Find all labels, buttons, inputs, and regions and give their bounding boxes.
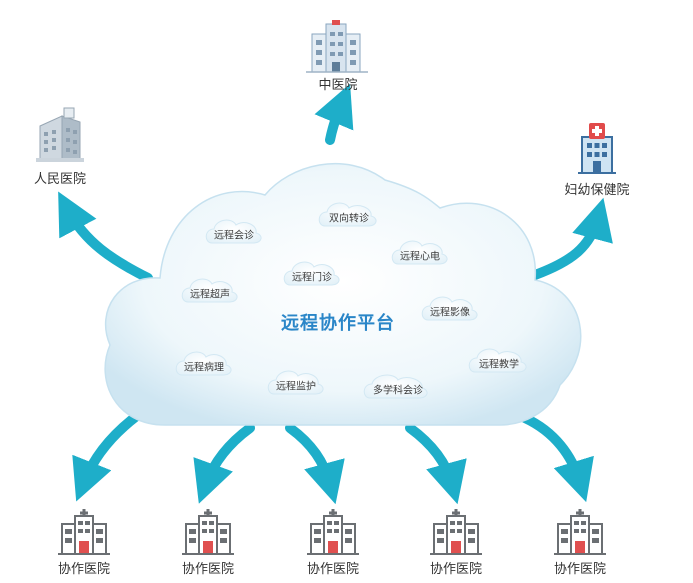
arrow-to-collab-2 bbox=[193, 423, 255, 504]
service-bubbles bbox=[175, 202, 527, 399]
office-building-icon bbox=[306, 20, 368, 73]
service-ultrasound: 远程超声 bbox=[190, 289, 230, 301]
service-teaching: 远程教学 bbox=[479, 359, 519, 371]
bubble-remote-consult bbox=[205, 219, 262, 244]
bubble-pathology bbox=[175, 351, 232, 376]
bubble-mdt bbox=[363, 374, 428, 399]
bubble-imaging bbox=[421, 296, 478, 321]
bubble-monitoring bbox=[267, 370, 324, 395]
service-outpatient: 远程门诊 bbox=[292, 272, 332, 284]
service-pathology: 远程病理 bbox=[184, 362, 224, 374]
hospital-label-maternal-child: 妇幼保健院 bbox=[564, 183, 630, 198]
arrow-to-collab-3 bbox=[285, 423, 345, 505]
hospital-label-collab-2: 协作医院 bbox=[181, 562, 235, 577]
hospital-building-icon bbox=[430, 509, 482, 555]
arrow-to-maternal-child bbox=[530, 197, 613, 280]
hospital-label-collab-3: 协作医院 bbox=[306, 562, 360, 577]
service-monitoring: 远程监护 bbox=[276, 381, 316, 393]
service-mdt: 多学科会诊 bbox=[373, 385, 423, 397]
hospital-cross-icon bbox=[578, 123, 616, 174]
bubble-teaching bbox=[468, 348, 527, 373]
collab-hospital-icons bbox=[58, 509, 606, 555]
platform-title: 远程协作平台 bbox=[281, 313, 395, 334]
hospital-label-collab-1: 协作医院 bbox=[57, 562, 111, 577]
bubble-ultrasound bbox=[181, 278, 238, 303]
service-referral: 双向转诊 bbox=[329, 213, 369, 225]
hospital-building-icon bbox=[182, 509, 234, 555]
service-remote-consult: 远程会诊 bbox=[214, 230, 254, 242]
bubble-outpatient bbox=[283, 261, 340, 286]
hospital-label-peoples: 人民医院 bbox=[33, 172, 87, 187]
service-ecg: 远程心电 bbox=[400, 251, 440, 263]
hospital-label-tcm: 中医院 bbox=[318, 78, 358, 93]
arrow-to-peoples bbox=[58, 191, 153, 283]
hospital-building-icon bbox=[307, 509, 359, 555]
bubble-referral bbox=[318, 202, 377, 227]
hospital-tower-icon bbox=[36, 107, 84, 162]
service-imaging: 远程影像 bbox=[430, 307, 470, 319]
hospital-building-icon bbox=[58, 509, 110, 555]
hospital-building-icon bbox=[554, 509, 606, 555]
arrow-to-collab-4 bbox=[405, 423, 467, 505]
arrow-to-collab-5 bbox=[520, 413, 594, 503]
arrow-to-tcm bbox=[314, 83, 354, 145]
hospital-label-collab-5: 协作医院 bbox=[553, 562, 607, 577]
bubble-ecg bbox=[391, 240, 448, 265]
hospital-label-collab-4: 协作医院 bbox=[429, 562, 483, 577]
